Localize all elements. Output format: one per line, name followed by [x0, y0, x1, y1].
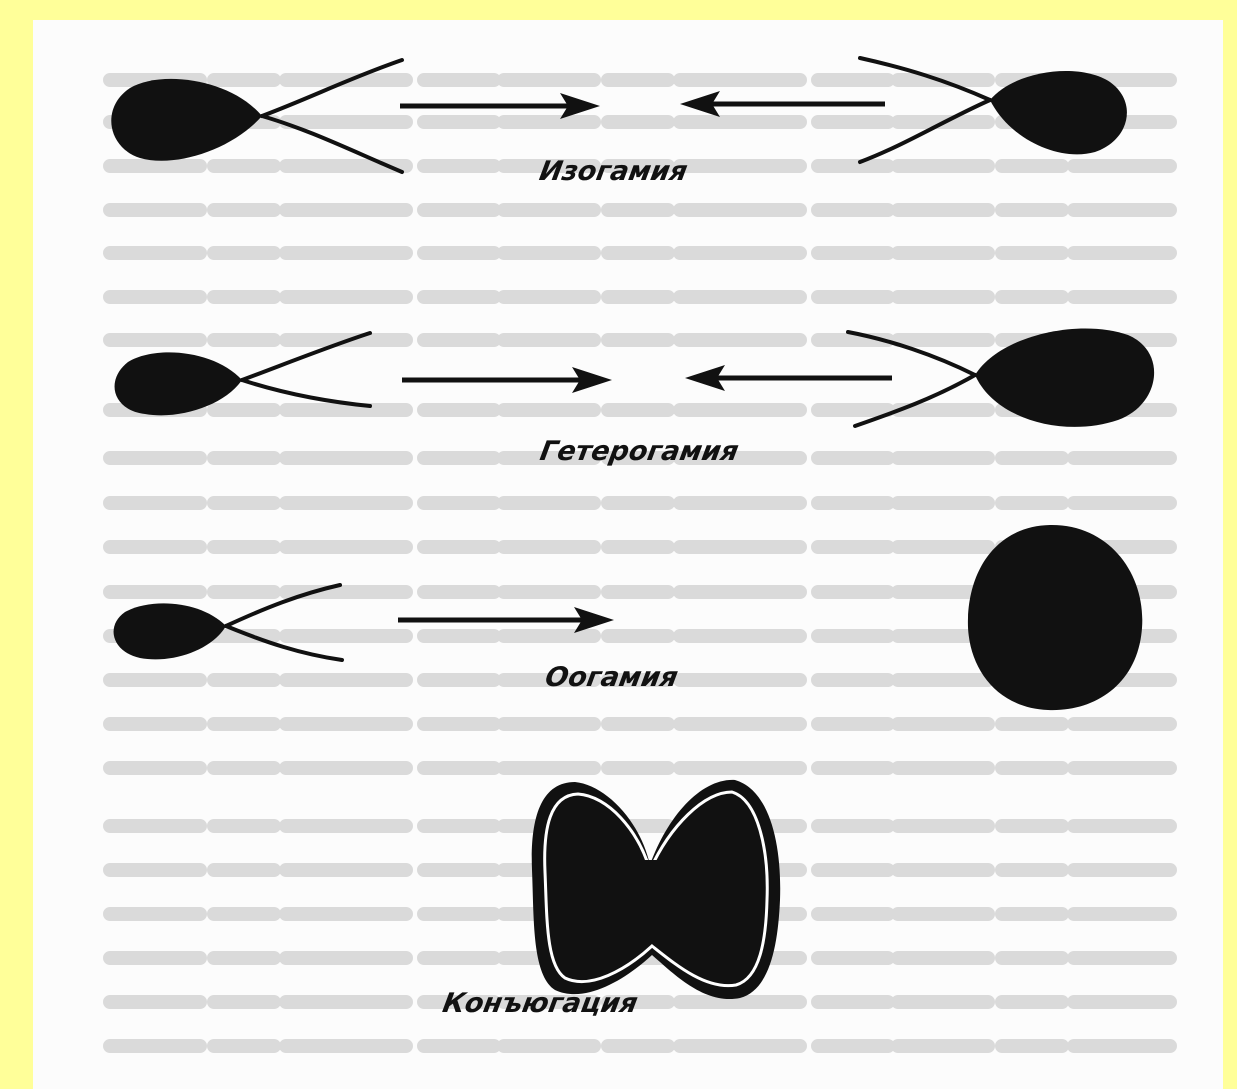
oogamy-egg-cell	[968, 525, 1142, 710]
oogamy-label: Оогамия	[543, 662, 680, 693]
heterogamy-label: Гетерогамия	[538, 436, 741, 467]
isogamy-label: Изогамия	[537, 156, 690, 187]
conjugation-bridge	[600, 860, 710, 930]
conjugation-label: Конъюгация	[440, 988, 640, 1019]
